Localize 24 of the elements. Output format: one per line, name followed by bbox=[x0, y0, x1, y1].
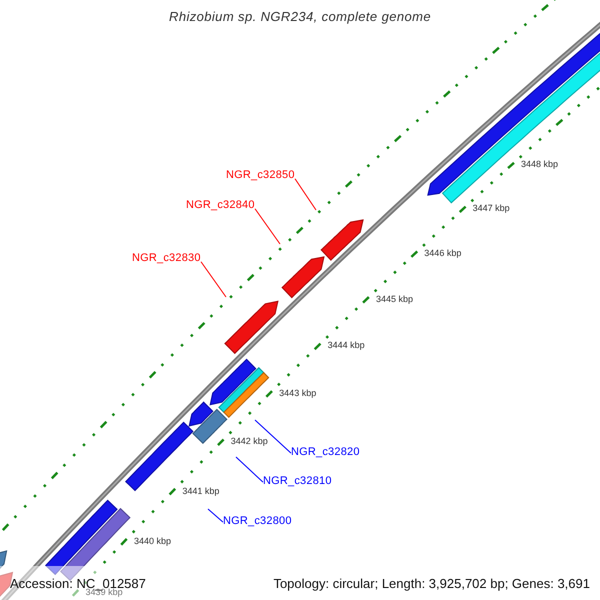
position-label: 3447 kbp bbox=[472, 203, 510, 214]
leader-line bbox=[294, 178, 316, 210]
footer-text: Topology: circular; Length: 3,925,702 bp; Genes: 3,691 bbox=[273, 576, 590, 590]
position-label: 3441 kbp bbox=[182, 486, 220, 497]
leader-line bbox=[236, 456, 264, 483]
position-label: 3442 kbp bbox=[230, 436, 268, 448]
position-label: 3448 kbp bbox=[521, 159, 558, 170]
gene-label: NGR_c32840 bbox=[186, 199, 255, 212]
leader-line bbox=[254, 420, 292, 454]
position-label: 3444 kbp bbox=[328, 340, 365, 352]
leader-line bbox=[254, 208, 280, 244]
gene-label: NGR_c32850 bbox=[226, 169, 295, 182]
gene-label: NGR_c32810 bbox=[263, 475, 332, 488]
title: Rhizobium sp. NGR234, complete genome bbox=[169, 9, 431, 24]
footer-text: Accession: NC_012587 bbox=[10, 576, 146, 590]
gene-label: NGR_c32820 bbox=[291, 446, 360, 459]
position-label: 3446 kbp bbox=[424, 248, 462, 260]
position-label: 3445 kbp bbox=[376, 294, 413, 305]
leader-line bbox=[208, 508, 224, 523]
position-label: 3443 kbp bbox=[279, 388, 316, 399]
gene-label: NGR_c32800 bbox=[223, 515, 292, 528]
gene-label: NGR_c32830 bbox=[132, 252, 201, 265]
leader-line bbox=[200, 261, 226, 298]
position-label: 3440 kbp bbox=[134, 536, 172, 547]
